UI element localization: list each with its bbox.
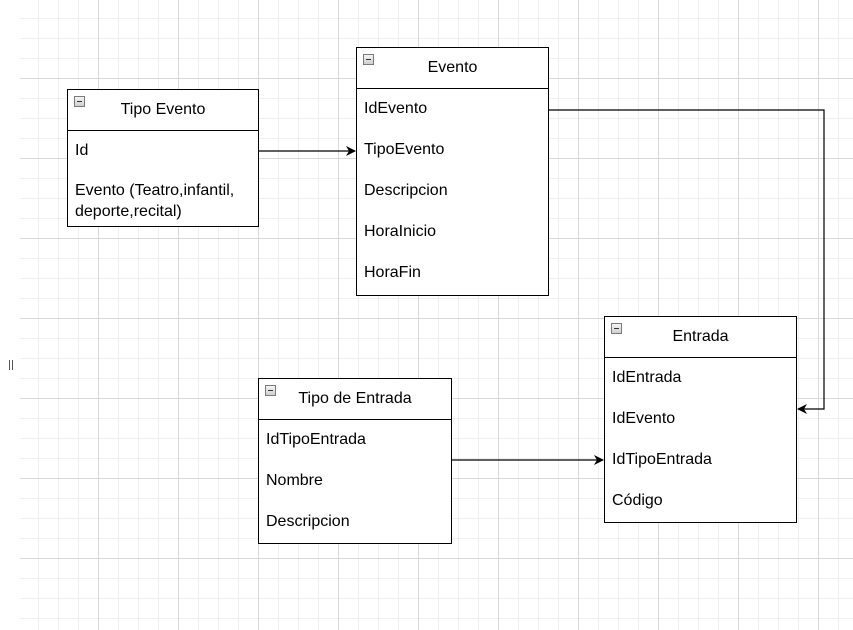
entity-field[interactable]: Evento (Teatro,infantil, deporte,recital… <box>75 182 235 220</box>
entity-field[interactable]: IdTipoEntrada <box>612 451 712 468</box>
entity-evento[interactable]: Evento IdEvento TipoEvento Descripcion H… <box>356 47 549 296</box>
entity-entrada[interactable]: Entrada IdEntrada IdEvento IdTipoEntrada… <box>604 316 797 523</box>
collapse-icon[interactable] <box>265 385 276 396</box>
entity-header[interactable]: Tipo Evento <box>68 90 258 131</box>
entity-field[interactable]: Nombre <box>266 472 323 489</box>
panel-resize-handle-icon[interactable] <box>9 360 13 370</box>
entity-field[interactable]: Id <box>75 142 89 159</box>
collapse-icon[interactable] <box>363 54 374 65</box>
entity-title: Entrada <box>672 328 729 345</box>
entity-field[interactable]: HoraFin <box>364 264 421 281</box>
collapse-icon[interactable] <box>611 323 622 334</box>
entity-field[interactable]: IdEvento <box>364 100 428 117</box>
entity-title: Tipo de Entrada <box>298 390 412 407</box>
entity-field[interactable]: Descripcion <box>266 513 350 530</box>
entity-header[interactable]: Entrada <box>605 317 796 358</box>
entity-field[interactable]: IdEntrada <box>612 369 682 386</box>
entity-title: Evento <box>427 59 478 76</box>
entity-header[interactable]: Tipo de Entrada <box>259 379 451 420</box>
entity-field[interactable]: Descripcion <box>364 182 448 199</box>
entity-field[interactable]: HoraInicio <box>364 223 437 240</box>
collapse-icon[interactable] <box>74 96 85 107</box>
entity-tipo-de-entrada[interactable]: Tipo de Entrada IdTipoEntrada Nombre Des… <box>258 378 452 544</box>
entity-field[interactable]: TipoEvento <box>364 141 445 158</box>
entity-field[interactable]: Código <box>612 492 663 509</box>
left-panel-strip <box>0 0 21 630</box>
entity-field[interactable]: IdEvento <box>612 410 676 427</box>
entity-title: Tipo Evento <box>120 101 206 118</box>
entity-field[interactable]: IdTipoEntrada <box>266 431 366 448</box>
entity-tipo-evento[interactable]: Tipo Evento Id Evento (Teatro,infantil, … <box>67 89 259 227</box>
entity-header[interactable]: Evento <box>357 48 548 89</box>
